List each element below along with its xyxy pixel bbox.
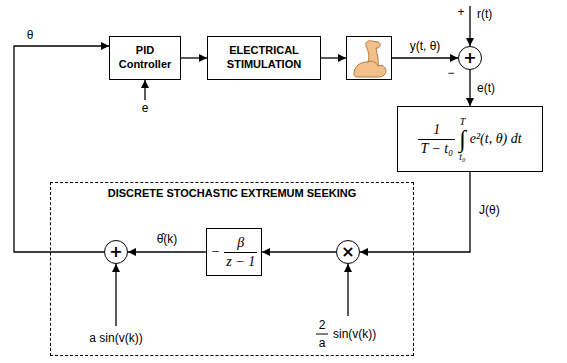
fraction-numerator: 1 <box>431 122 442 139</box>
signal-label: a sin(v(k)) <box>88 331 143 345</box>
fraction-denominator: z − 1 <box>224 252 257 270</box>
signal-label: θ̂(k) <box>156 232 179 246</box>
integrand: e²(t, θ) dt <box>470 131 522 147</box>
sign-symbol: + <box>456 5 465 19</box>
integral-limit: t₀ <box>459 151 465 162</box>
sign-symbol: − <box>446 66 455 80</box>
signal-connector <box>262 251 336 252</box>
summing-junction: + <box>104 240 128 264</box>
fraction-bar <box>316 334 328 335</box>
muscle-box <box>346 36 392 80</box>
operator-symbol: × <box>341 244 354 260</box>
signal-label: e(t) <box>476 81 496 95</box>
signal-label: θ <box>26 28 35 42</box>
reference-input-wire <box>469 6 470 46</box>
signal-label: r(t) <box>476 7 493 21</box>
group-title: DISCRETE STOCHASTIC EXTREMUM SEEKING <box>51 187 413 199</box>
sign-symbol: − <box>211 244 220 260</box>
signal-connector <box>392 57 458 58</box>
integrator-box: −βz − 1 <box>206 228 262 276</box>
multiplier-junction: × <box>336 240 360 264</box>
fraction-numerator: 2 <box>318 318 327 332</box>
signal-connector <box>181 57 207 58</box>
signal-label: sin(v(k)) <box>332 327 377 341</box>
arm-shape <box>354 41 386 77</box>
stimulation-box: ELECTRICAL STIMULATION <box>207 36 321 80</box>
signal-connector <box>360 172 470 252</box>
signal-connector <box>128 251 206 252</box>
bicep-line <box>368 61 378 66</box>
signal-label: J(θ) <box>478 203 501 217</box>
signal-connector <box>14 46 109 252</box>
integral-sign: ∫ <box>459 127 466 151</box>
integral-limit: T <box>460 116 466 127</box>
operator-symbol: + <box>463 50 476 66</box>
signal-label: e <box>141 101 150 115</box>
demodulation-wire <box>347 264 348 316</box>
fraction-numerator: β <box>235 235 246 252</box>
operator-symbol: + <box>109 244 122 260</box>
fraction-denominator: T − t₀ <box>418 139 455 157</box>
fraction-denominator: a <box>318 336 327 350</box>
controller-box: PID Controller <box>109 36 181 80</box>
signal-connector <box>469 70 470 106</box>
summing-junction: + <box>458 46 482 70</box>
block-title: PID Controller <box>114 44 176 72</box>
error-input-wire <box>144 80 145 100</box>
cost-function-box: 1T − t₀ T∫t₀ e²(t, θ) dt <box>397 106 543 172</box>
dither-wire <box>115 264 116 326</box>
muscle-icon <box>354 41 386 77</box>
signal-label: y(t, θ) <box>409 39 442 53</box>
block-title: ELECTRICAL STIMULATION <box>212 44 316 72</box>
signal-connector <box>321 57 346 58</box>
